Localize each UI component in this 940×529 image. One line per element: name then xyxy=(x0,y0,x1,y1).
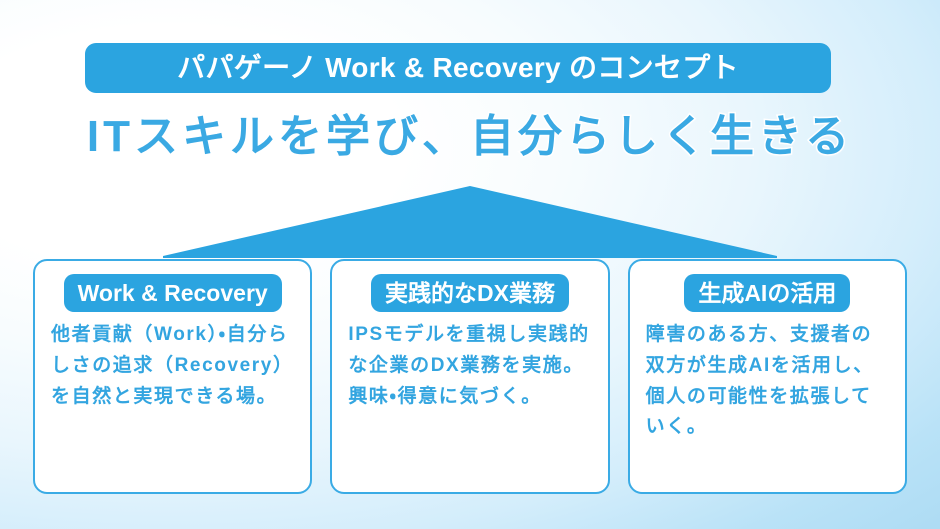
concept-card-dx-work: 実践的なDX業務 IPSモデルを重視し実践的な企業のDX業務を実施。興味・得意に… xyxy=(330,259,610,494)
concept-banner: パパゲーノ Work & Recovery のコンセプト xyxy=(85,43,831,93)
concept-card-title-pill: Work & Recovery xyxy=(63,274,282,312)
concept-banner-label: パパゲーノ Work & Recovery のコンセプト xyxy=(177,52,739,83)
concept-card-body: 他者貢献（Work）・自分らしさの追求（Recovery）を自然と実現できる場。 xyxy=(51,324,294,407)
concept-card-generative-ai: 生成AIの活用 障害のある方、支援者の双方が生成AIを活用し、個人の可能性を拡張… xyxy=(627,259,907,494)
concept-card-title: 生成AIの活用 xyxy=(698,279,837,306)
concept-card-body: IPSモデルを重視し実践的な企業のDX業務を実施。興味・得意に気づく。 xyxy=(348,324,590,407)
page-title: ITスキルを学び、自分らしく生きる xyxy=(85,111,854,163)
concept-card-list: Work & Recovery 他者貢献（Work）・自分らしさの追求（Reco… xyxy=(33,259,907,494)
up-arrow-icon xyxy=(163,186,777,258)
concept-card-title: Work & Recovery xyxy=(77,279,268,306)
concept-card-title-pill: 生成AIの活用 xyxy=(684,274,851,312)
concept-card-body: 障害のある方、支援者の双方が生成AIを活用し、個人の可能性を拡張していく。 xyxy=(645,324,874,438)
concept-card-title-pill: 実践的なDX業務 xyxy=(371,274,569,312)
concept-card-work-recovery: Work & Recovery 他者貢献（Work）・自分らしさの追求（Reco… xyxy=(33,259,313,494)
concept-card-title: 実践的なDX業務 xyxy=(385,279,555,306)
